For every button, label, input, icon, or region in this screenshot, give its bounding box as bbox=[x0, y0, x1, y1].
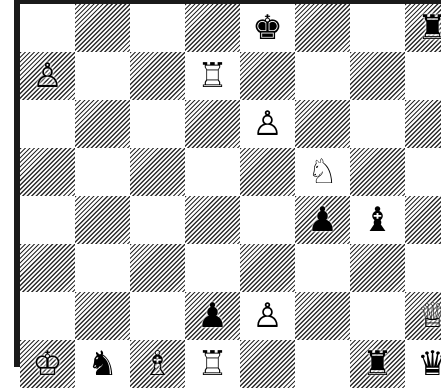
square-d1[interactable]: ♖ bbox=[185, 340, 240, 388]
black-knight-icon[interactable]: ♞ bbox=[75, 340, 130, 388]
black-pawn-icon[interactable]: ♟ bbox=[185, 292, 240, 340]
square-c1[interactable]: ♗ bbox=[130, 340, 185, 388]
white-pawn-icon[interactable]: ♙ bbox=[240, 100, 295, 148]
square-a1[interactable]: ♔ bbox=[20, 340, 75, 388]
square-g5[interactable] bbox=[350, 148, 405, 196]
white-king-icon[interactable]: ♔ bbox=[20, 340, 75, 388]
square-a8[interactable] bbox=[20, 4, 75, 52]
square-f2[interactable] bbox=[295, 292, 350, 340]
square-g3[interactable] bbox=[350, 244, 405, 292]
square-e6[interactable]: ♙ bbox=[240, 100, 295, 148]
square-e5[interactable] bbox=[240, 148, 295, 196]
white-rook-icon[interactable]: ♖ bbox=[185, 52, 240, 100]
square-a3[interactable] bbox=[20, 244, 75, 292]
white-knight-icon[interactable]: ♘ bbox=[295, 148, 350, 196]
square-c4[interactable] bbox=[130, 196, 185, 244]
square-f5[interactable]: ♘ bbox=[295, 148, 350, 196]
black-pawn-icon[interactable]: ♟ bbox=[295, 196, 350, 244]
black-rook-icon[interactable]: ♜ bbox=[405, 4, 441, 52]
black-king-icon[interactable]: ♚ bbox=[240, 4, 295, 52]
square-b6[interactable] bbox=[75, 100, 130, 148]
square-d7[interactable]: ♖ bbox=[185, 52, 240, 100]
square-e1[interactable] bbox=[240, 340, 295, 388]
square-h2[interactable]: ♕ bbox=[405, 292, 441, 340]
square-c7[interactable] bbox=[130, 52, 185, 100]
square-a2[interactable] bbox=[20, 292, 75, 340]
square-f3[interactable] bbox=[295, 244, 350, 292]
square-f8[interactable] bbox=[295, 4, 350, 52]
square-f1[interactable] bbox=[295, 340, 350, 388]
square-a6[interactable] bbox=[20, 100, 75, 148]
black-queen-icon[interactable]: ♛ bbox=[405, 340, 441, 388]
square-g2[interactable] bbox=[350, 292, 405, 340]
square-c2[interactable] bbox=[130, 292, 185, 340]
square-b8[interactable] bbox=[75, 4, 130, 52]
square-d3[interactable] bbox=[185, 244, 240, 292]
square-f7[interactable] bbox=[295, 52, 350, 100]
square-a7[interactable]: ♙ bbox=[20, 52, 75, 100]
white-pawn-icon[interactable]: ♙ bbox=[240, 292, 295, 340]
square-a4[interactable] bbox=[20, 196, 75, 244]
square-d4[interactable] bbox=[185, 196, 240, 244]
square-h5[interactable] bbox=[405, 148, 441, 196]
square-c5[interactable] bbox=[130, 148, 185, 196]
square-e3[interactable] bbox=[240, 244, 295, 292]
square-a5[interactable] bbox=[20, 148, 75, 196]
square-d2[interactable]: ♟ bbox=[185, 292, 240, 340]
square-b1[interactable]: ♞ bbox=[75, 340, 130, 388]
square-b2[interactable] bbox=[75, 292, 130, 340]
square-e8[interactable]: ♚ bbox=[240, 4, 295, 52]
square-e2[interactable]: ♙ bbox=[240, 292, 295, 340]
square-h8[interactable]: ♜ bbox=[405, 4, 441, 52]
square-c3[interactable] bbox=[130, 244, 185, 292]
white-bishop-icon[interactable]: ♗ bbox=[130, 340, 185, 388]
square-h3[interactable] bbox=[405, 244, 441, 292]
square-h4[interactable] bbox=[405, 196, 441, 244]
square-b5[interactable] bbox=[75, 148, 130, 196]
square-f6[interactable] bbox=[295, 100, 350, 148]
square-h7[interactable] bbox=[405, 52, 441, 100]
square-c6[interactable] bbox=[130, 100, 185, 148]
square-g4[interactable]: ♝ bbox=[350, 196, 405, 244]
square-g6[interactable] bbox=[350, 100, 405, 148]
chess-board: ♚♜♙♖♙♘♟♝♟♙♕♔♞♗♖♜♛ bbox=[20, 4, 441, 388]
black-rook-icon[interactable]: ♜ bbox=[350, 340, 405, 388]
white-rook-icon[interactable]: ♖ bbox=[185, 340, 240, 388]
black-bishop-icon[interactable]: ♝ bbox=[350, 196, 405, 244]
square-b3[interactable] bbox=[75, 244, 130, 292]
square-g8[interactable] bbox=[350, 4, 405, 52]
white-queen-icon[interactable]: ♕ bbox=[405, 292, 441, 340]
square-b7[interactable] bbox=[75, 52, 130, 100]
square-h6[interactable] bbox=[405, 100, 441, 148]
square-d5[interactable] bbox=[185, 148, 240, 196]
square-c8[interactable] bbox=[130, 4, 185, 52]
square-g1[interactable]: ♜ bbox=[350, 340, 405, 388]
chess-diagram: ♚♜♙♖♙♘♟♝♟♙♕♔♞♗♖♜♛ bbox=[0, 0, 441, 367]
square-d8[interactable] bbox=[185, 4, 240, 52]
square-d6[interactable] bbox=[185, 100, 240, 148]
square-h1[interactable]: ♛ bbox=[405, 340, 441, 388]
square-b4[interactable] bbox=[75, 196, 130, 244]
square-e7[interactable] bbox=[240, 52, 295, 100]
white-pawn-icon[interactable]: ♙ bbox=[20, 52, 75, 100]
square-f4[interactable]: ♟ bbox=[295, 196, 350, 244]
square-g7[interactable] bbox=[350, 52, 405, 100]
square-e4[interactable] bbox=[240, 196, 295, 244]
